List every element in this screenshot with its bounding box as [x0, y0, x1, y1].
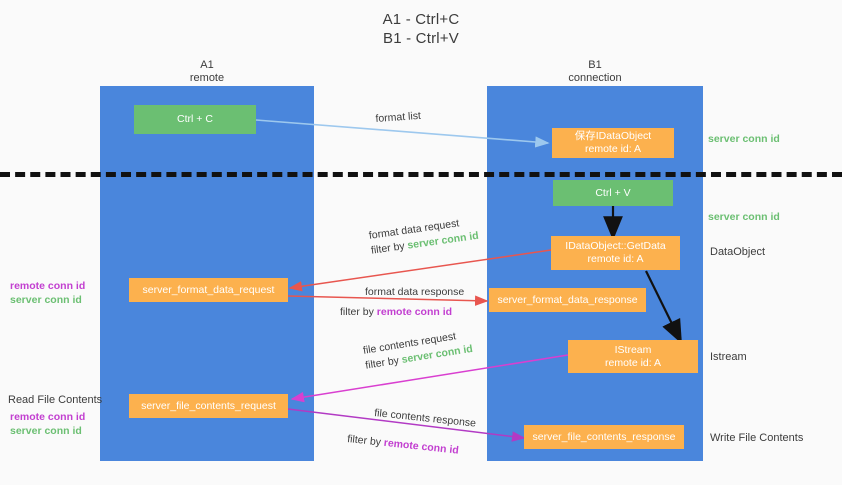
- label-format-data-response-prefix: filter by: [340, 306, 377, 318]
- box-ctrl-v[interactable]: Ctrl + V: [553, 180, 673, 206]
- label-file-contents-response-prefix: filter by: [346, 432, 385, 449]
- diagram-title-line1: A1 - Ctrl+C: [382, 11, 460, 28]
- label-file-contents-response-line1: file contents response: [373, 406, 477, 430]
- right-label-write-file-contents: Write File Contents: [710, 432, 804, 444]
- box-istream[interactable]: IStream remote id: A: [568, 340, 698, 373]
- column-a1-role: remote: [189, 72, 225, 84]
- box-istream-line1: IStream: [614, 343, 652, 356]
- box-server-format-data-request-label: server_format_data_request: [142, 283, 275, 296]
- box-ctrl-c-label: Ctrl + C: [177, 113, 213, 125]
- label-format-list: format list: [375, 109, 422, 125]
- box-save-idataobject-line1: 保存IDataObject: [574, 130, 652, 142]
- box-save-idataobject[interactable]: 保存IDataObject remote id: A: [552, 128, 674, 158]
- box-server-file-contents-response[interactable]: server_file_contents_response: [524, 425, 684, 449]
- right-label-dataobject: DataObject: [710, 246, 766, 258]
- box-ctrl-c[interactable]: Ctrl + C: [134, 105, 256, 134]
- box-ctrl-v-label: Ctrl + V: [595, 186, 631, 199]
- label-file-contents-response-conn: remote conn id: [383, 436, 460, 457]
- box-save-idataobject-line2: remote id: A: [584, 143, 642, 155]
- box-server-file-contents-request[interactable]: server_file_contents_request: [129, 394, 288, 418]
- diagram-title-line2: B1 - Ctrl+V: [383, 30, 459, 47]
- box-server-format-data-request[interactable]: server_format_data_request: [129, 278, 288, 302]
- left-label-read-file-contents: Read File Contents: [8, 394, 103, 406]
- column-header-a1: A1 remote: [127, 59, 287, 85]
- column-b1-role: connection: [568, 72, 622, 84]
- phase-separator-dashed-line: [0, 172, 842, 177]
- label-file-contents-response-line2: filter by remote conn id: [346, 432, 460, 459]
- right-label-server-conn-top: server conn id: [708, 133, 780, 145]
- box-server-file-contents-response-label: server_file_contents_response: [532, 430, 676, 443]
- box-server-file-contents-request-label: server_file_contents_request: [141, 399, 276, 412]
- left-label-file-remote-conn: remote conn id: [10, 411, 86, 423]
- box-istream-line2: remote id: A: [604, 356, 662, 369]
- box-server-format-data-response-label: server_format_data_response: [497, 293, 638, 306]
- label-format-data-response-line1: format data response: [365, 286, 465, 298]
- right-label-istream: Istream: [710, 351, 747, 363]
- label-format-data-request: format data request filter by server con…: [368, 214, 480, 259]
- column-header-b1: B1 connection: [515, 59, 675, 85]
- left-label-file-server-conn: server conn id: [10, 425, 82, 437]
- label-format-data-response-line2: filter by remote conn id: [340, 305, 452, 319]
- left-label-format-remote-conn: remote conn id: [10, 280, 86, 292]
- box-server-format-data-response[interactable]: server_format_data_response: [489, 288, 646, 312]
- label-file-contents-request: file contents request filter by server c…: [362, 327, 474, 374]
- label-format-data-request-prefix: filter by: [370, 239, 409, 257]
- box-getdata-line1: IDataObject::GetData: [565, 240, 666, 252]
- box-getdata-line2: remote id: A: [587, 253, 644, 265]
- column-a1-name: A1: [200, 59, 214, 71]
- label-format-data-response-conn: remote conn id: [376, 306, 453, 318]
- right-label-server-conn-mid: server conn id: [708, 211, 780, 223]
- column-b1-name: B1: [588, 59, 602, 71]
- box-idataobject-getdata[interactable]: IDataObject::GetData remote id: A: [551, 236, 680, 270]
- left-label-format-server-conn: server conn id: [10, 294, 82, 306]
